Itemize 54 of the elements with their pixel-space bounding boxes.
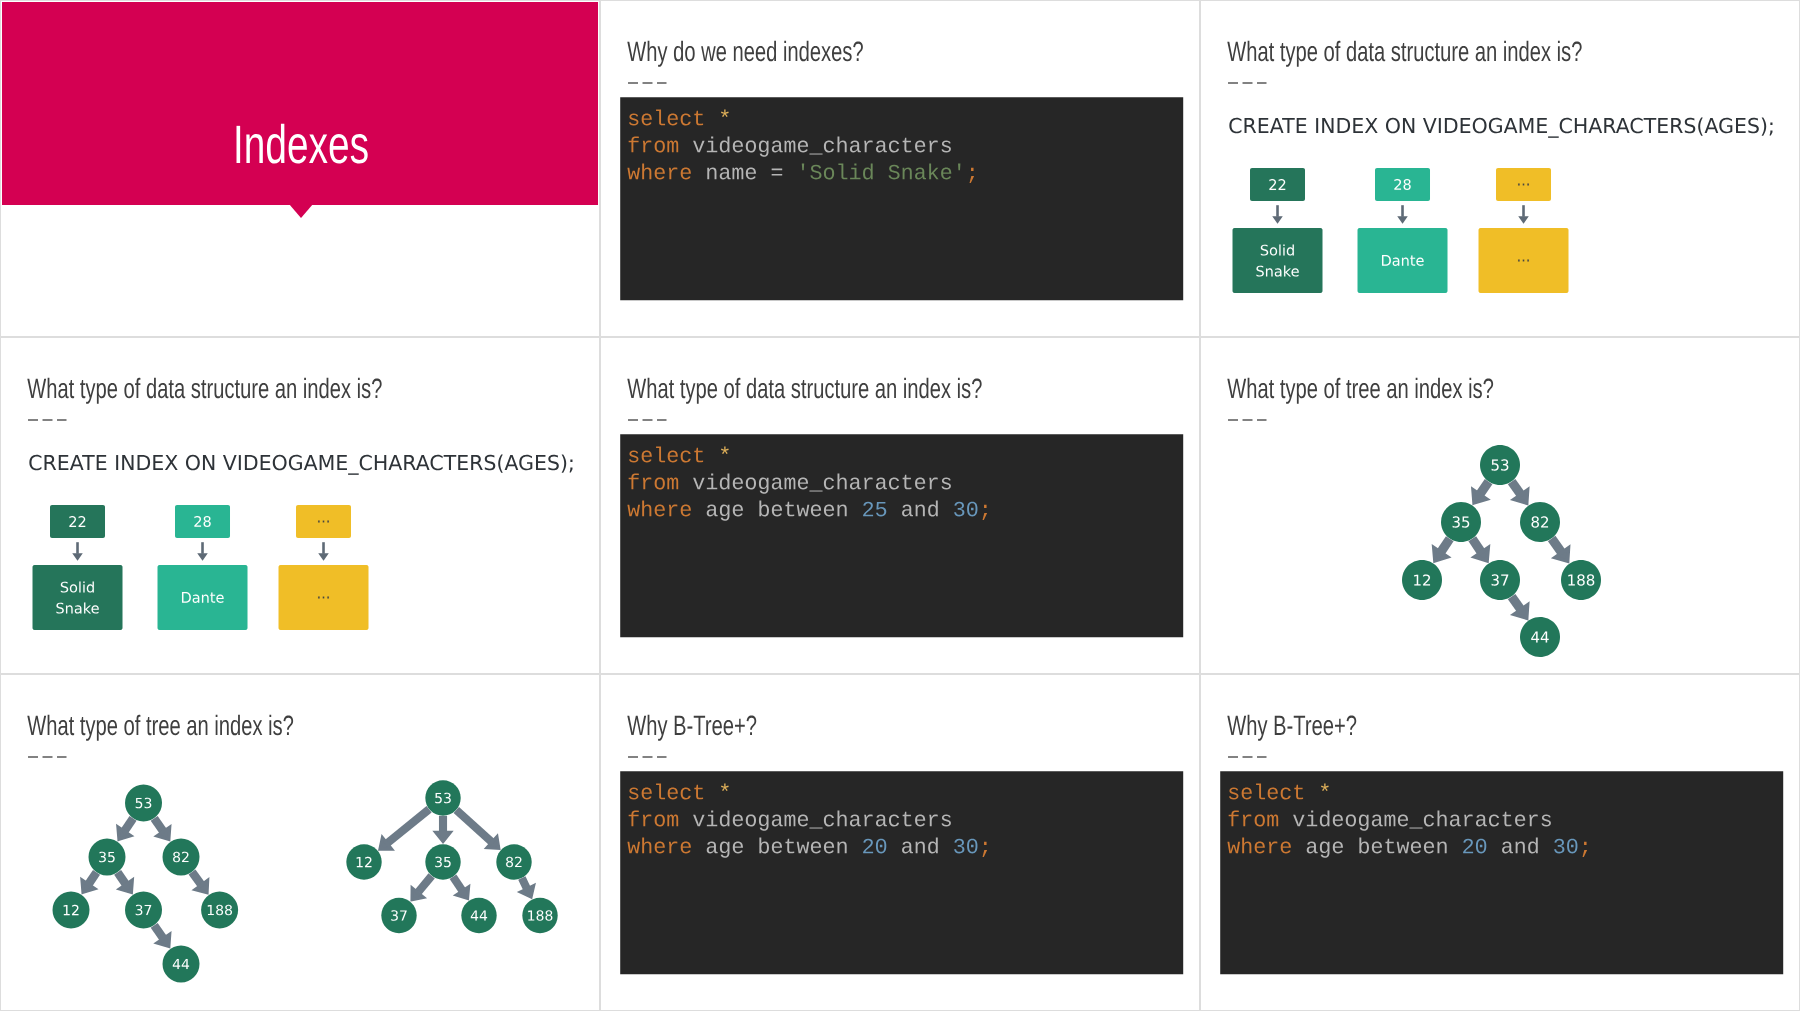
arrow	[378, 806, 432, 851]
tree-node: 35	[1441, 502, 1481, 542]
slide-title: Why B-Tree+?	[1227, 714, 1357, 741]
slide-title: What type of data structure an index is?	[627, 377, 982, 404]
sql-statement: CREATE INDEX ON VIDEOGAME_CHARACTERS(AGES);	[1229, 117, 1773, 138]
value-box: Dante	[157, 565, 248, 630]
code-block: select * from videogame_characters where age between 25 and 30;	[620, 434, 1184, 638]
code-block: select * from videogame_characters where name = 'Solid Snake';	[620, 97, 1184, 301]
tree-node: 44	[461, 897, 497, 934]
tree-node: 82	[1520, 502, 1560, 542]
code-block: select * from videogame_characters where age between 20 and 30;	[1220, 771, 1784, 975]
tree-node: 188	[1561, 560, 1601, 600]
arrow	[449, 874, 471, 901]
tree-node: 82	[162, 838, 200, 876]
tree-node: 12	[346, 844, 382, 880]
key-box: ...	[1496, 168, 1551, 201]
value-box: ...	[278, 565, 369, 630]
code-block: select * from videogame_characters where age between 20 and 30;	[620, 771, 1184, 975]
tree-node: 188	[201, 891, 239, 929]
sql-statement: CREATE INDEX ON VIDEOGAME_CHARACTERS(AGES);	[29, 454, 573, 475]
key-box: 22	[50, 505, 105, 538]
tree-node: 44	[1520, 617, 1560, 657]
slide-title: Why do we need indexes?	[627, 40, 863, 67]
tree-node: 188	[522, 897, 558, 934]
key-box: 22	[1250, 168, 1305, 201]
arrow	[150, 815, 172, 842]
value-box: ...	[1478, 228, 1569, 293]
key-box: 28	[1375, 168, 1430, 201]
tree-node: 53	[425, 780, 461, 816]
arrow	[188, 869, 210, 895]
key-box: ...	[296, 505, 351, 538]
title-banner: Indexes	[2, 2, 598, 218]
tree-node: 82	[496, 844, 532, 880]
tree-node: 53	[1480, 445, 1520, 485]
tree-node: 12	[1402, 560, 1442, 600]
tree-node: 12	[52, 891, 90, 929]
slide-title: What type of tree an index is?	[1227, 377, 1494, 404]
arrow	[453, 806, 501, 850]
arrow	[150, 922, 172, 949]
arrow	[410, 873, 435, 902]
slide-panel	[0, 0, 600, 337]
key-box: 28	[175, 505, 230, 538]
tree-node: 53	[125, 784, 162, 822]
value-box: Dante	[1357, 228, 1448, 293]
slide-title: What type of tree an index is?	[27, 714, 294, 741]
tree-node: 35	[425, 844, 461, 880]
tree-node: 37	[1480, 560, 1520, 600]
tree-node: 37	[381, 897, 417, 934]
slide-title: Why B-Tree+?	[627, 714, 757, 741]
tree-node: 37	[125, 891, 162, 929]
slide-title: What type of data structure an index is?	[1227, 40, 1582, 67]
tree-node: 44	[162, 945, 200, 983]
tree-node: 35	[88, 838, 126, 876]
slide-title: What type of data structure an index is?	[27, 377, 382, 404]
